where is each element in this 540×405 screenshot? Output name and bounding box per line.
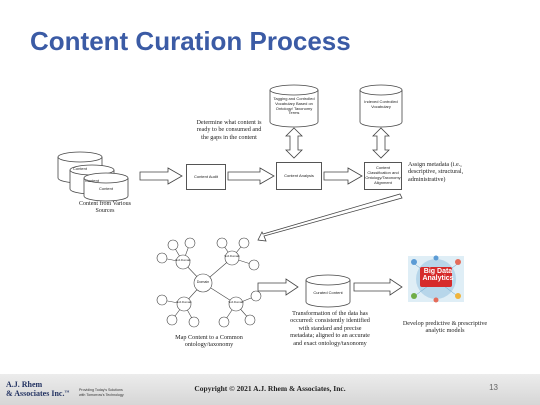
arrow-indexed-classification [372, 127, 390, 159]
audit-note: Determine what content is ready to be co… [196, 119, 262, 141]
arrow-content-to-audit [139, 167, 183, 185]
content-audit-box: Content Audit [186, 164, 226, 190]
big-data-line2: Analytics [422, 275, 454, 283]
content-label-2: Content [84, 178, 99, 183]
content-cylinder-3 [83, 172, 129, 202]
ontology-sub-2: Sub Domain [224, 254, 240, 258]
develop-models-label: Develop predictive & prescriptive analyt… [402, 320, 488, 335]
indexed-store-label: Indexed Controlled Vocabulary [364, 99, 398, 109]
transformation-note: Transformation of the data has occurred:… [290, 310, 370, 347]
slide-title: Content Curation Process [30, 26, 351, 56]
company-tagline-1: Providing Today's Solutions [79, 388, 123, 392]
ontology-graph [156, 237, 262, 328]
copyright-text: Copyright © 2021 A.J. Rhem & Associates,… [194, 384, 346, 393]
content-classification-box: Content Classification and Ontology/Taxo… [364, 162, 402, 190]
assign-metadata-note: Assign metadata (i.e., descriptive, stru… [408, 161, 464, 183]
ontology-center-label: Domain [196, 280, 210, 284]
ontology-sub-3: Sub Domain [176, 300, 192, 304]
arrow-classification-to-ontology [257, 193, 403, 242]
arrow-audit-to-analysis [227, 167, 275, 185]
arrow-analysis-to-classification [323, 167, 363, 185]
content-label-3: Content [98, 186, 113, 191]
company-logo-line1: A.J. Rhem [6, 380, 43, 389]
trademark-mark: TM [64, 389, 70, 394]
curated-cylinder [305, 274, 351, 308]
arrow-ontology-to-curated [257, 278, 299, 296]
curated-content-label: Curated Content [313, 290, 343, 295]
big-data-line1: Big Data [423, 268, 453, 275]
ontology-sub-1: Sub Domain [175, 258, 191, 262]
map-content-label: Map Content to a Common ontology/taxonom… [175, 334, 243, 349]
content-analysis-box: Content Analysis [276, 162, 322, 190]
footer-bar: A.J. Rhem & Associates Inc.TM Providing … [0, 374, 540, 405]
ontology-sub-4: Sub Domain [228, 300, 244, 304]
content-label-1: Content [72, 166, 87, 171]
content-sources-label: Content from Various Sources [79, 201, 131, 215]
tagging-store-label: Tagging and Controlled Vocabulary Based … [273, 96, 315, 116]
tagging-cylinder [269, 84, 319, 128]
arrow-curated-to-bigdata [353, 278, 403, 296]
page-number: 13 [489, 383, 498, 392]
big-data-image [408, 255, 464, 303]
company-tagline-2: with Tomorrow's Technology [79, 393, 124, 397]
indexed-cylinder [359, 84, 403, 128]
arrow-tagging-analysis [285, 127, 303, 159]
company-logo-line2: & Associates Inc.TM [6, 389, 70, 398]
big-data-badge: Big Data Analytics [421, 268, 455, 283]
